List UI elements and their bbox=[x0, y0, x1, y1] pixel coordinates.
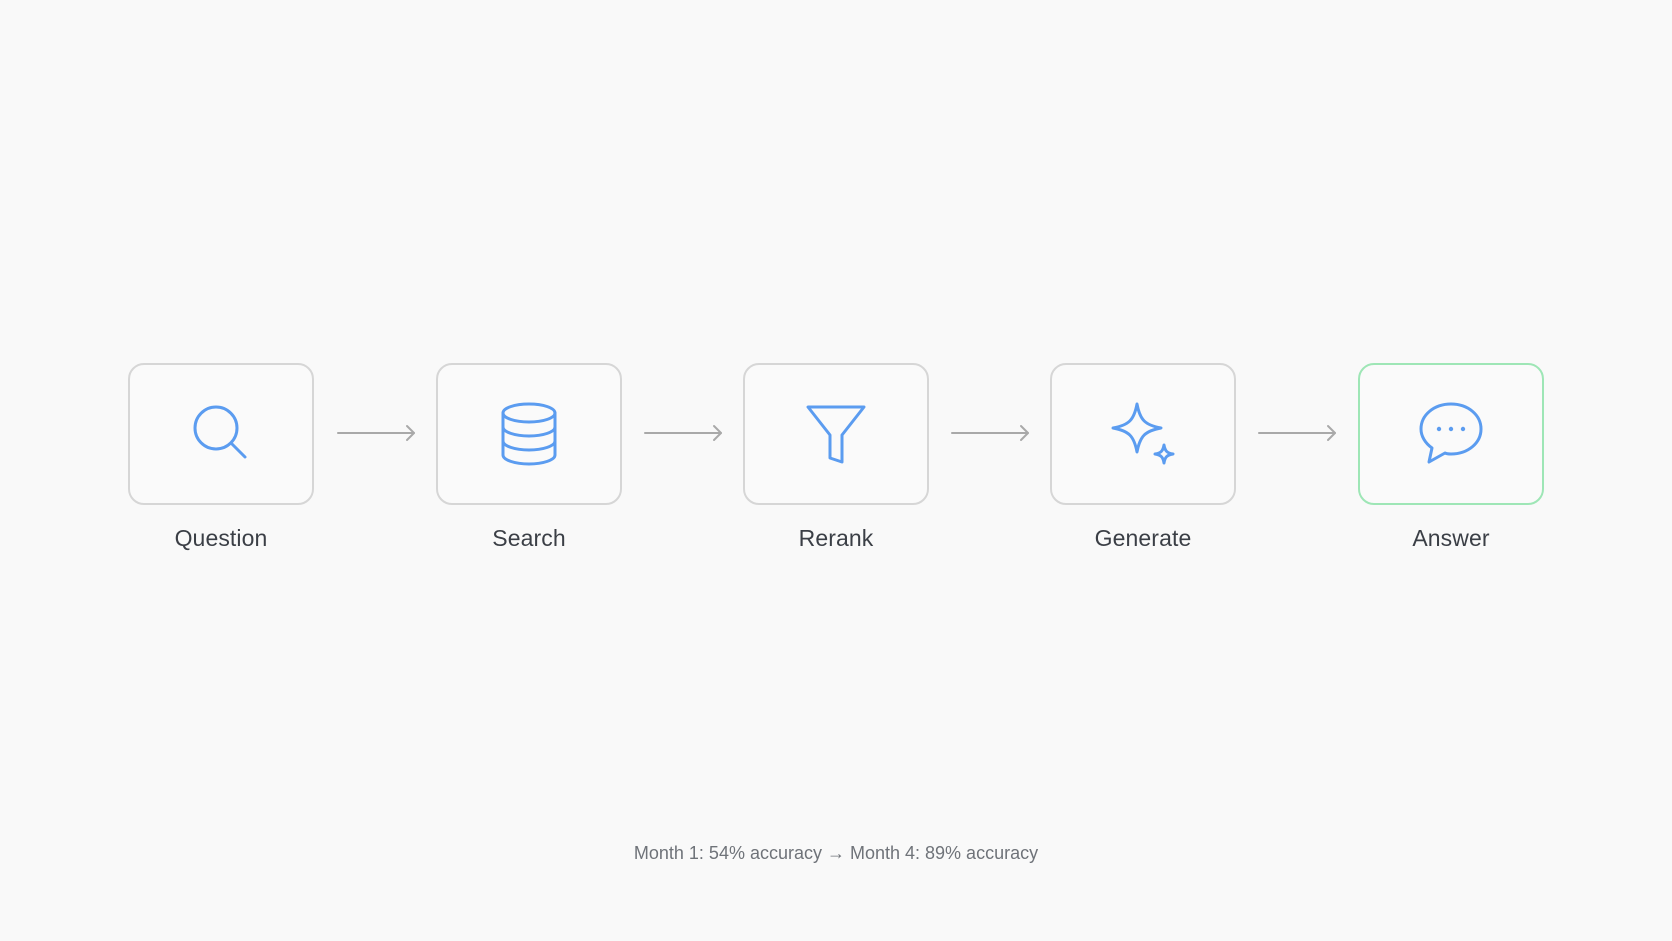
filter-icon bbox=[806, 405, 866, 464]
arrow-right-icon bbox=[337, 425, 415, 441]
step-question: Question bbox=[128, 363, 314, 552]
accuracy-caption: Month 1: 54% accuracy → Month 4: 89% acc… bbox=[633, 843, 1039, 863]
database-icon bbox=[501, 402, 557, 466]
arrow-right-icon bbox=[951, 425, 1029, 441]
step-label: Generate bbox=[1094, 525, 1192, 551]
search-icon bbox=[193, 405, 247, 459]
step-label: Rerank bbox=[798, 525, 874, 551]
step-search: Search bbox=[436, 363, 622, 552]
step-label: Answer bbox=[1412, 525, 1490, 551]
arrow-right-icon bbox=[644, 425, 722, 441]
step-box bbox=[1050, 363, 1236, 505]
arrow-right-icon bbox=[1258, 425, 1336, 441]
step-answer: Answer bbox=[1358, 363, 1544, 552]
step-box bbox=[128, 363, 314, 505]
step-box bbox=[743, 363, 929, 505]
step-box-final bbox=[1358, 363, 1544, 505]
step-label: Question bbox=[174, 525, 268, 551]
step-label: Search bbox=[492, 525, 566, 551]
step-box bbox=[436, 363, 622, 505]
chat-bubble-icon bbox=[1419, 402, 1483, 464]
step-rerank: Rerank bbox=[743, 363, 929, 552]
step-generate: Generate bbox=[1050, 363, 1236, 552]
sparkle-icon bbox=[1111, 402, 1175, 465]
